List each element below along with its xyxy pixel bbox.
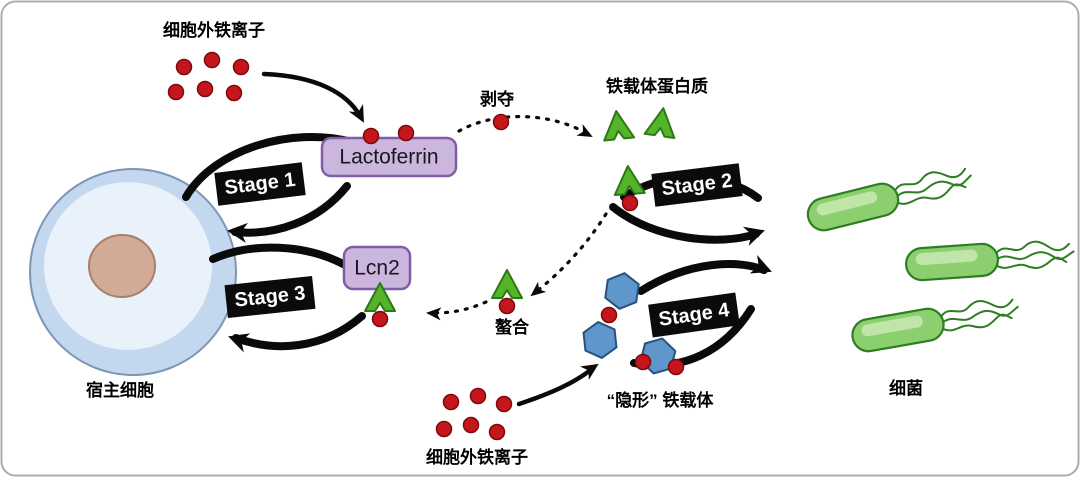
iron-ion [488, 423, 506, 441]
stage1-box: Stage 1 [214, 162, 306, 206]
stage4-box-shape [648, 292, 740, 338]
iron-ion [175, 58, 193, 76]
stage1-arc-bottom [231, 182, 351, 237]
lcn2-label: Lcn2 [354, 257, 400, 280]
label-host-cell: 宿主细胞 [86, 380, 154, 400]
iron-ion [196, 80, 214, 98]
iron-ion [495, 395, 513, 413]
iron-ion [462, 416, 480, 434]
iron-ion-bound [634, 353, 652, 371]
stage3-box-shape [224, 275, 316, 319]
stage4-box: Stage 4 [648, 292, 740, 338]
arrowhead-to-lcn2 [426, 307, 442, 321]
dashed-arrows [426, 115, 608, 321]
stage2-box-shape [651, 163, 743, 207]
label-chelation: 螯合 [495, 317, 530, 337]
arrowhead-chelation [530, 281, 547, 297]
iron-ion [469, 387, 487, 405]
arrowhead-iron-top [348, 104, 364, 123]
label-stealth-siderophore: “隐形” 铁载体 [607, 390, 715, 410]
label-bacteria: 细菌 [889, 378, 923, 398]
iron-ion [225, 84, 243, 102]
iron-ion [232, 58, 250, 76]
lactoferrin-box-shape [320, 136, 458, 178]
protein-boxes: Lactoferrin Lcn2 [320, 136, 458, 291]
chelation-dashed-arrow [535, 212, 608, 293]
arrowhead-stage1 [227, 222, 248, 243]
stage3-arc-bottom [232, 312, 366, 351]
lactoferrin-box: Lactoferrin [320, 136, 458, 178]
stage1-box-shape [214, 162, 306, 206]
label-extracellular-iron-top: 细胞外铁离子 [163, 20, 265, 40]
stage3-box: Stage 3 [224, 275, 316, 319]
iron-to-lactoferrin-arrow [261, 71, 363, 119]
stage2-box: Stage 2 [651, 163, 743, 207]
stage3-arc-top [209, 243, 349, 269]
arrowhead-stage3 [228, 333, 251, 353]
arrowhead-stage4 [749, 254, 772, 274]
iron-ion-deprived [492, 113, 510, 131]
arrowhead-deprivation [576, 124, 593, 137]
iron-ion [167, 83, 185, 101]
iron-ion-bound [600, 306, 618, 324]
arrowhead-stage2 [742, 226, 765, 246]
labels: 细胞外铁离子 剥夺 铁载体蛋白质 螯合 宿主细胞 “隐形” 铁载体 细菌 细胞外… [86, 20, 923, 467]
iron-ion-bound [371, 310, 389, 328]
cell-nucleus [88, 234, 156, 298]
stage-boxes: Stage 1 Stage 2 Stage 3 Stage 4 [214, 162, 743, 338]
iron-ion-on-lactoferrin [362, 127, 380, 145]
label-siderophore-protein: 铁载体蛋白质 [606, 76, 708, 96]
iron-ion [203, 51, 221, 69]
iron-ion [435, 420, 453, 438]
iron-ion-bound [621, 194, 639, 212]
lactoferrin-label: Lactoferrin [339, 146, 438, 169]
iron-ion-on-lactoferrin [397, 124, 415, 142]
iron-to-hexagon-arrow [516, 366, 595, 407]
arrowhead-iron-bottom [580, 363, 599, 380]
solid-arrows [261, 71, 599, 407]
host-cell [29, 168, 237, 376]
iron-ion-bound [498, 297, 516, 315]
iron-ion-bound [667, 358, 685, 376]
stage4-arc-top [637, 260, 768, 295]
lcn2-box: Lcn2 [342, 245, 412, 291]
label-extracellular-iron-bottom: 细胞外铁离子 [426, 447, 528, 467]
stage2-arc-bottom [609, 203, 760, 244]
iron-ion [442, 393, 460, 411]
label-deprivation: 剥夺 [480, 89, 515, 109]
